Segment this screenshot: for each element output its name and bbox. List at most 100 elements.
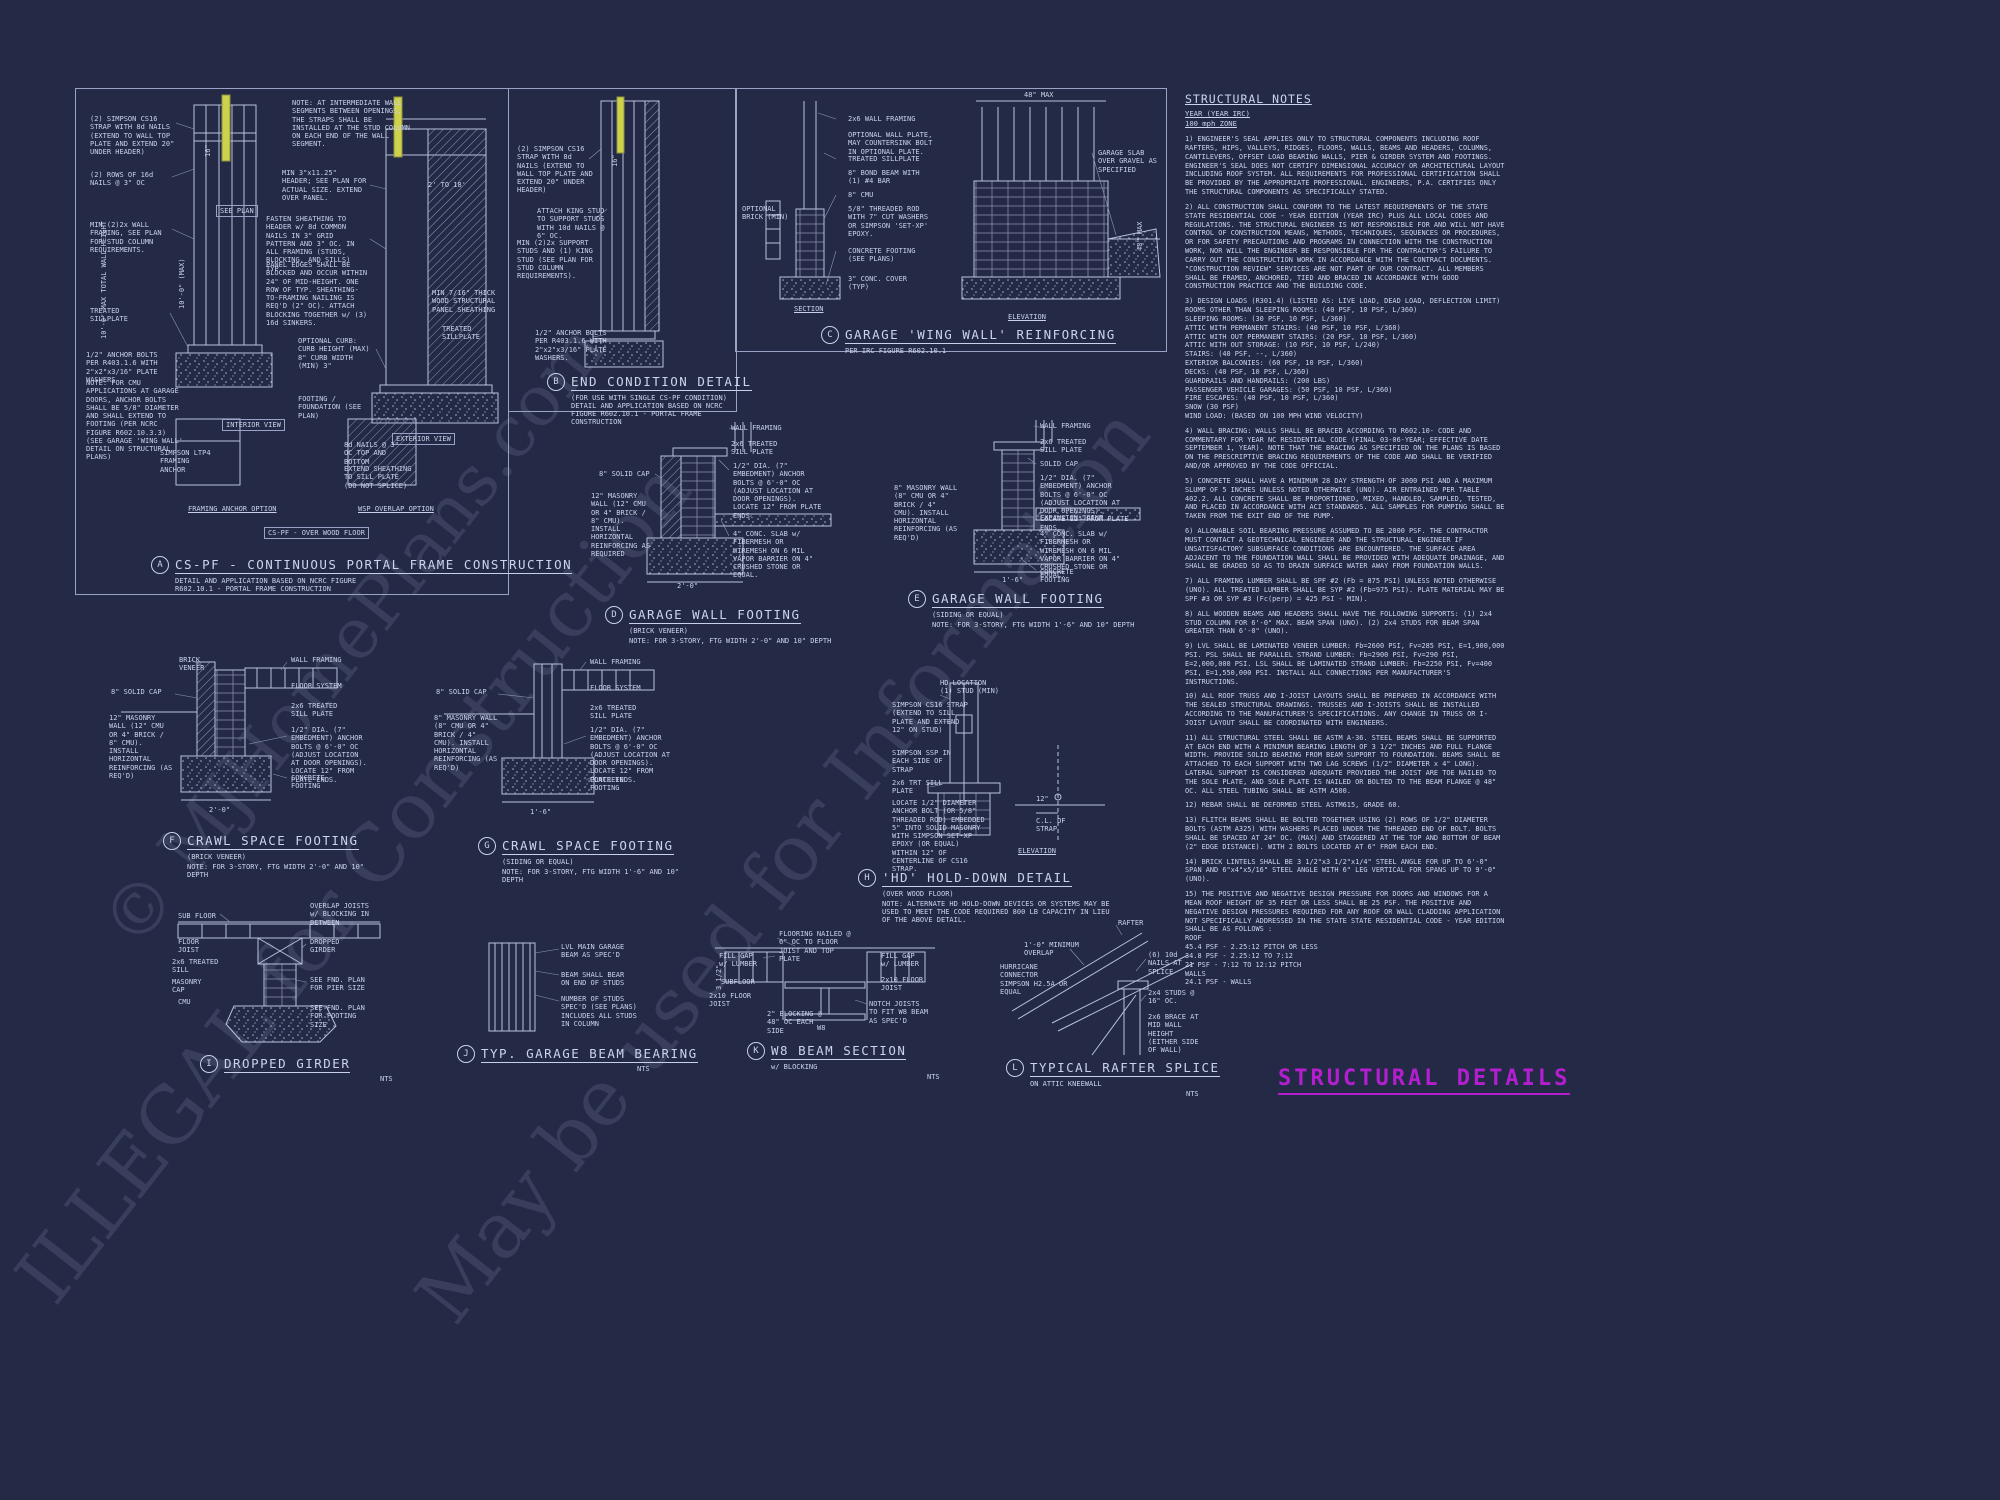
annotation-label: 8" SOLID CAP [599,470,650,478]
annotation-label: FILL GAP w/ LUMBER [881,952,919,969]
annotation-label: 48" MAX [1136,221,1144,251]
detail-title-h: H'HD' HOLD-DOWN DETAIL (OVER WOOD FLOOR)… [858,867,1115,924]
annotation-label: 12" MASONRY WALL (12" CMU OR 4" BRICK / … [591,492,655,558]
annotation-label: NOTCH JOISTS TO FIT W8 BEAM AS SPEC'D [869,1000,933,1025]
detail-letter-c: C [821,325,839,344]
detail-letter-f: F [163,831,181,850]
annotation-label: 1/2" DIA. (7" EMBEDMENT) ANCHOR BOLTS @ … [590,726,675,784]
annotation-label: HURRICANE CONNECTOR SIMPSON H2.5A OR EQU… [1000,963,1072,996]
detail-i-drawing [177,913,381,1043]
note-paragraph: 6) ALLOWABLE SOIL BEARING PRESSURE ASSUM… [1185,527,1509,571]
annotation-label: DROPPED GIRDER [310,938,344,955]
detail-g-callouts: 8" SOLID CAP WALL FRAMING FLOOR SYSTEM 2x6 … [430,650,700,885]
detail-a-drawing [169,94,499,486]
annotation-label: CONCRETE FOOTING (SEE PLANS) [848,247,920,264]
detail-letter-b: B [547,372,565,391]
annotation-label: 2x10 FLOOR JOIST [709,992,756,1009]
annotation-label: SIMPSON CS16 STRAP (EXTEND TO SILL PLATE… [892,701,973,734]
annotation-label: MIN (2)2x SUPPORT STUDS AND (1) KING STU… [517,239,598,280]
detail-name-b: END CONDITION DETAIL [571,374,752,391]
annotation-label: 2x6 TREATED SILL PLATE [590,704,641,721]
detail-name-a: CS-PF - CONTINUOUS PORTAL FRAME CONSTRUC… [175,557,573,574]
detail-panel-hold-down: HD LOCATION (1) STUD (MIN)SIMPSON CS16 S… [800,675,1115,930]
annotation-label: CMU [178,998,191,1006]
annotation-label: 4" CONC. SLAB w/ FIBERMESH OR WIREMESH O… [733,530,818,580]
annotation-label: INTERIOR VIEW [222,419,285,432]
note-paragraph: 15) THE POSITIVE AND NEGATIVE DESIGN PRE… [1185,890,1505,987]
annotation-label: TREATED SILLPLATE [90,307,128,324]
detail-title-b: B END CONDITION DETAIL (FOR USE WITH SING… [547,371,752,426]
annotation-label: 12" [1036,795,1049,803]
annotation-label: GARAGE SLAB OVER GRAVEL AS SPECIFIED [1098,149,1162,174]
annotation-label: 2x6 TRT SILL PLATE [892,779,947,796]
detail-d-drawing [646,422,832,583]
detail-letter-k: K [747,1041,765,1060]
detail-subtitle-c: PER IRC FIGURE R602.10.1 [845,346,947,355]
detail-nts-k: NTS [927,1072,940,1081]
detail-nts-j: NTS [637,1064,650,1073]
annotation-label: FOOTING / FOUNDATION (SEE PLAN) [298,395,366,420]
note-paragraph: 2) ALL CONSTRUCTION SHALL CONFORM TO THE… [1185,202,1509,291]
note-paragraph: 7) ALL FRAMING LUMBER SHALL BE SPF #2 (F… [1185,577,1509,603]
annotation-label: BRICK VENEER [179,656,205,673]
annotation-label: 8" SOLID CAP [436,688,487,696]
annotation-label: 2x6 WALL FRAMING [848,115,916,123]
detail-name-d: GARAGE WALL FOOTING [629,607,801,624]
annotation-label: SEE PLAN [216,205,258,218]
detail-l-drawing [1011,924,1195,1056]
annotation-label: EXPANSION JOINT [1040,514,1104,522]
annotation-label: CONCRETE FOOTING [291,774,329,791]
detail-subtitle-e: (SIDING OR EQUAL) [932,610,1004,619]
detail-subtitle-k: w/ BLOCKING [771,1062,818,1071]
annotation-label: 2x10 FLOOR JOIST [881,976,928,993]
annotation-label: 2x6 TREATED SILL PLATE [1040,438,1091,455]
detail-subtitle-f: (BRICK VENEER) [187,852,247,861]
annotation-label: WALL FRAMING [731,424,782,432]
annotation-label: 8d NAILS @ 3" OC TOP AND BOTTOM [344,441,404,466]
annotation-label: ELEVATION [1008,313,1046,321]
annotation-label: (2) ROWS OF 16d NAILS @ 3" OC [90,171,158,188]
annotation-label: 8" BOND BEAM WITH (1) #4 BAR [848,169,924,186]
annotation-label: 10'-0" (MAX) [178,258,186,309]
annotation-label: NUMBER OF STUDS SPEC'D (SEE PLANS) INCLU… [561,995,642,1028]
annotation-label: ELEVATION [1018,847,1056,855]
annotation-label: SIMPSON LTP4 FRAMING ANCHOR [160,449,215,474]
annotation-label: LVL MAIN GARAGE BEAM AS SPEC'D [561,943,629,960]
annotation-label: MIN (2)2x WALL FRAMING, SEE PLAN FOR STU… [90,221,166,254]
detail-k-callouts: FLOORING NAILED @ 6" OC TO FLOOR JOIST A… [705,928,945,1080]
annotation-label: WALL FRAMING [590,658,641,666]
structural-notes-body: 1) ENGINEER'S SEAL APPLIES ONLY TO STRUC… [1185,135,1507,987]
annotation-label: 2'-0" [209,806,231,814]
detail-subtitle-a: DETAIL AND APPLICATION BASED ON NCRC FIG… [175,576,357,593]
note-paragraph: 9) LVL SHALL BE LAMINATED VENEER LUMBER:… [1185,642,1509,686]
note-paragraph: 11) ALL STRUCTURAL STEEL SHALL BE ASTM A… [1185,733,1505,795]
detail-letter-j: J [457,1044,475,1063]
annotation-label: EXTEND SHEATHING TO SILL PLATE (DO NOT S… [344,465,416,490]
detail-nts-i: NTS [380,1074,393,1083]
detail-note-e: NOTE: FOR 3-STORY, FTG WIDTH 1'-6" AND 1… [932,620,1135,629]
annotation-label: 2x6 BRACE AT MID WALL HEIGHT (EITHER SID… [1148,1013,1203,1054]
annotation-label: 1'-6" [530,808,552,816]
annotation-label: 1'-0" MINIMUM OVERLAP [1024,941,1084,958]
detail-letter-g: G [478,836,496,855]
annotation-label: 1/2" ANCHOR BOLTS PER R403.1.6 WITH 2"x2… [86,351,162,384]
annotation-label: MIN 7/16" THICK WOOD STRUCTURAL PANEL SH… [432,289,500,314]
detail-subtitle-b: (FOR USE WITH SINGLE CS-PF CONDITION) DE… [571,393,727,426]
detail-name-e: GARAGE WALL FOOTING [932,591,1104,608]
annotation-label: WSP OVERLAP OPTION [358,505,434,513]
detail-b-callouts: (2) SIMPSON CS16 STRAP WITH 8d NAILS (EX… [509,89,736,411]
annotation-label: FLOOR SYSTEM [590,684,641,692]
detail-panel-end-condition: (2) SIMPSON CS16 STRAP WITH 8d NAILS (EX… [508,88,752,426]
structural-notes-title: STRUCTURAL NOTES [1185,92,1312,106]
annotation-label: 8" CMU [848,191,874,199]
